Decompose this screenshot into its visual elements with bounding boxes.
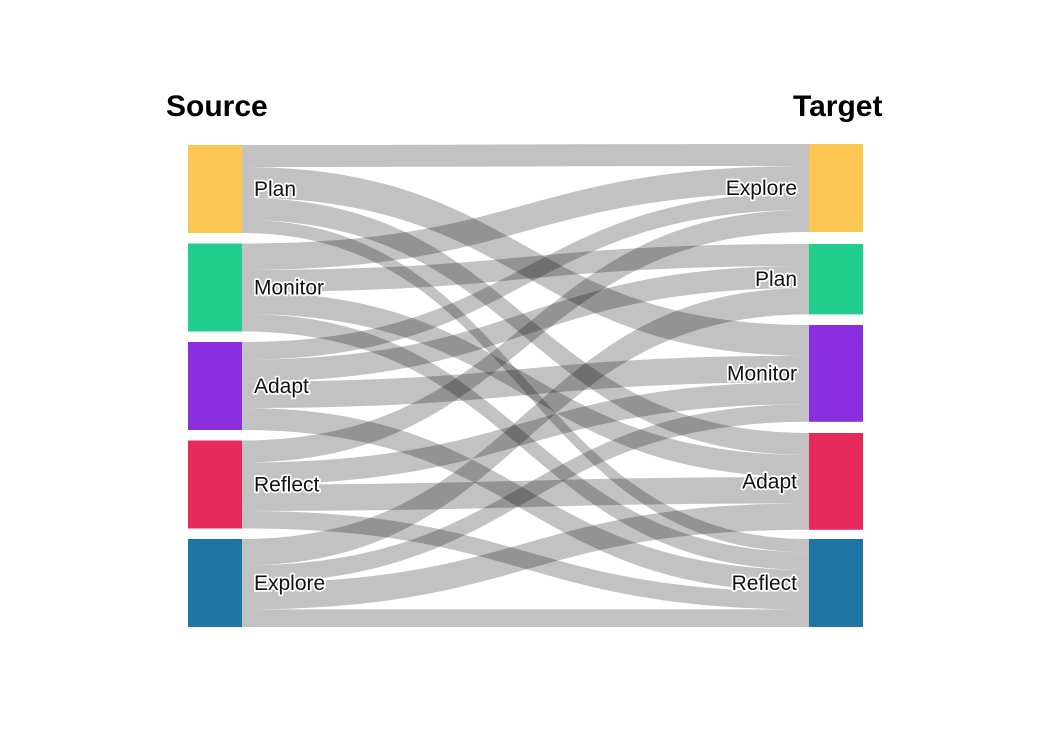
node-source-adapt[interactable] [188,342,242,430]
node-target-reflect[interactable] [809,539,863,627]
node-label-target-plan: Plan [755,268,797,291]
link-adapt-to-plan [242,266,809,382]
link-monitor-to-explore [242,166,809,270]
link-explore-to-plan [242,288,809,566]
node-target-monitor[interactable] [809,325,863,422]
node-label-target-adapt: Adapt [742,470,797,493]
node-label-target-explore: Explore [726,177,797,200]
node-target-explore[interactable] [809,144,863,232]
link-explore-to-adapt [242,503,809,610]
node-source-monitor[interactable] [188,243,242,332]
link-adapt-to-reflect [242,408,809,592]
node-label-source-adapt: Adapt [254,375,309,398]
link-explore-to-monitor [242,404,809,583]
link-adapt-to-monitor [242,355,809,408]
node-label-target-reflect: Reflect [732,572,798,595]
link-plan-to-explore [242,144,809,167]
link-monitor-to-adapt [242,291,809,477]
link-monitor-to-reflect [242,313,809,570]
node-source-reflect[interactable] [188,440,242,529]
node-label-source-plan: Plan [254,178,296,201]
link-monitor-to-plan [242,244,809,292]
link-plan-to-monitor [242,167,809,356]
node-source-explore[interactable] [188,539,242,627]
node-label-source-reflect: Reflect [254,474,320,497]
link-reflect-to-adapt [242,477,809,511]
node-label-source-monitor: Monitor [254,277,324,300]
node-label-source-explore: Explore [254,572,325,595]
source-column-header: Source [166,90,268,123]
link-adapt-to-explore [242,192,809,360]
link-plan-to-adapt [242,197,809,456]
link-reflect-to-explore [242,210,809,463]
link-explore-to-reflect [242,609,809,627]
link-plan-to-reflect [242,219,809,553]
node-label-target-monitor: Monitor [727,362,797,385]
link-reflect-to-monitor [242,382,809,485]
link-reflect-to-reflect [242,510,809,610]
node-source-plan[interactable] [188,145,242,233]
target-column-header: Target [793,90,883,123]
node-target-adapt[interactable] [809,433,863,530]
node-target-plan[interactable] [809,244,863,315]
